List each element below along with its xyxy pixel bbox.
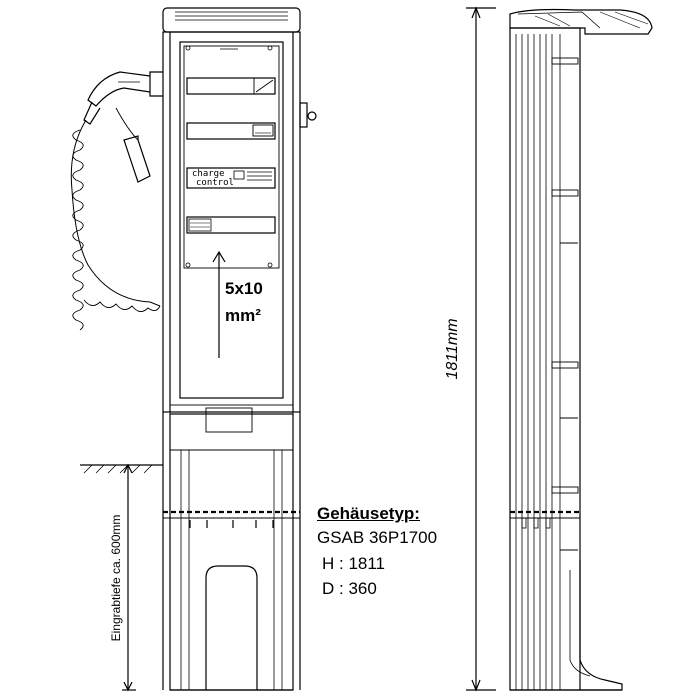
side-view — [509, 8, 653, 691]
charge-label: charge — [192, 169, 225, 179]
cable-unit-label: mm² — [225, 306, 261, 325]
spec-height: H : 1811 — [322, 554, 386, 573]
cable-size-label: 5x10 — [225, 279, 263, 298]
height-dimension-label: 1811mm — [444, 318, 461, 380]
base-cutout — [205, 565, 258, 690]
ground-line — [80, 464, 163, 474]
charge-control-module — [186, 167, 276, 189]
depth-dimension-line — [122, 463, 136, 692]
module-row-2 — [186, 122, 276, 140]
door-lock — [299, 102, 308, 128]
charge-control-label: charge control — [192, 170, 234, 188]
pillar-body — [162, 31, 301, 413]
height-dimension-line — [466, 6, 496, 692]
plug-cap — [123, 135, 151, 183]
side-roof — [509, 8, 653, 35]
door-panel — [179, 41, 284, 399]
spec-depth: D : 360 — [322, 579, 377, 598]
coil-cable-spiral — [72, 129, 84, 331]
control-label: control — [196, 178, 234, 188]
side-body — [509, 27, 581, 691]
coil-cable — [70, 119, 161, 307]
charging-plug — [83, 71, 163, 183]
module-row-4 — [186, 216, 276, 234]
spec-model: GSAB 36P1700 — [317, 528, 438, 547]
pillar-base — [169, 413, 294, 691]
front-view — [162, 7, 317, 691]
spec-heading: Gehäusetyp: — [317, 504, 420, 523]
side-foot — [579, 560, 623, 691]
depth-label: Eingrabtiefe ca. 600mm — [109, 514, 123, 642]
module-row-1 — [186, 77, 276, 95]
